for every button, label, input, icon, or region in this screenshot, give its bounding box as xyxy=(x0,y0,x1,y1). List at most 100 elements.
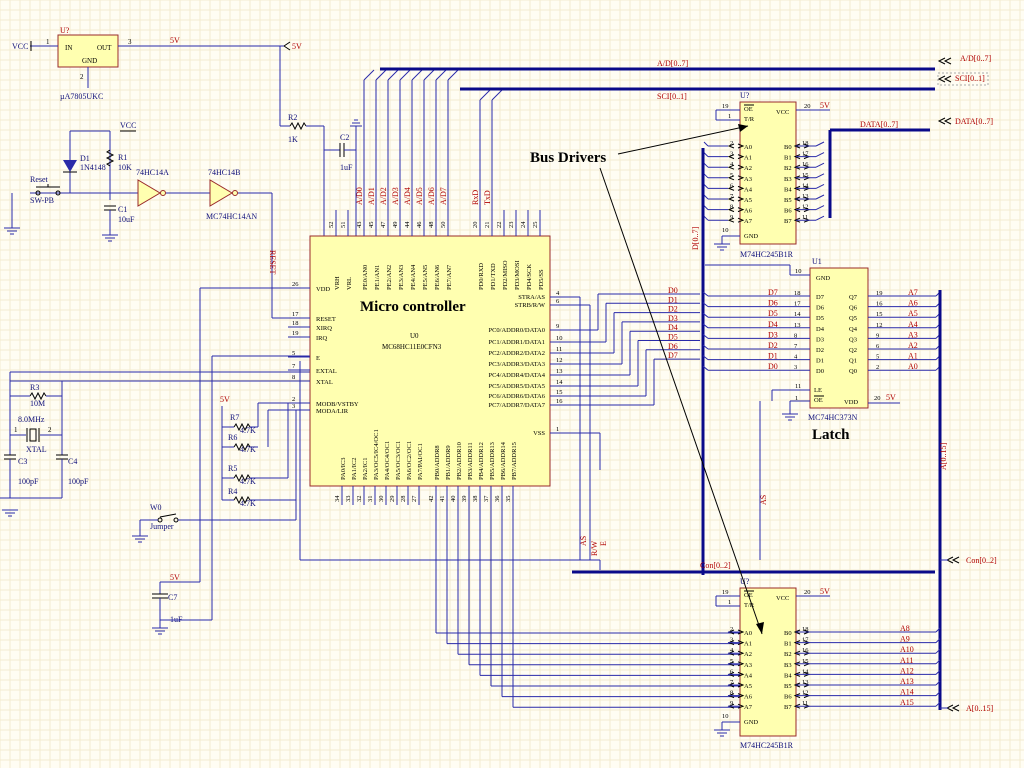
u1-d-pin: D7 xyxy=(816,294,825,301)
u3pins-a-num: 2 xyxy=(730,626,733,633)
mcu-pin-pa7-pai-oc1: PA7/PAI/OC1 xyxy=(417,443,424,480)
r4-value: 4.7K xyxy=(240,499,256,508)
u1-out-net: A1 xyxy=(908,352,918,361)
mcu-pin-num: 20 xyxy=(472,222,479,229)
u2pins-b-num: 11 xyxy=(802,214,808,221)
mcu-pin-pb0-addr8: PB0/ADDR8 xyxy=(434,445,441,480)
u1-q-pin: Q3 xyxy=(849,336,857,343)
u1-out-num: 6 xyxy=(876,343,880,350)
u3pins-b-num: 13 xyxy=(802,679,809,686)
mcu-pin-moda-lir: MODA/LIR xyxy=(316,408,349,415)
u3pins-out-net: A10 xyxy=(900,645,914,654)
u1-q-pin: Q5 xyxy=(849,315,857,322)
r5-value: 4.7K xyxy=(240,477,256,486)
u1-in-net: D2 xyxy=(768,341,778,350)
reset-net-label: RESET xyxy=(268,250,277,275)
mcu-pin-e: E xyxy=(316,355,320,362)
u3pins-a-num: 3 xyxy=(730,637,733,644)
u3pins-b-num: 14 xyxy=(802,668,809,675)
mcu-pin-num: 27 xyxy=(411,495,418,502)
mcu-pin-pd4-sck: PD4/SCK xyxy=(526,264,533,290)
u2pins-b-pin: B6 xyxy=(784,208,792,215)
reset-circuit: VCC D1 1N4148 R1 10K C1 10uF Reset SW-PB… xyxy=(4,121,310,319)
lower-buses: Con[0..2] Con[0..2] A[0..15] A[0..15] AS… xyxy=(299,290,997,713)
u1-out-net: A0 xyxy=(908,362,918,371)
u2pins-b-num: 17 xyxy=(802,151,809,158)
reg-part: µA7805UKC xyxy=(60,92,103,101)
mcu-pin-pa5-oc3-oc1: PA5/OC3/OC1 xyxy=(395,441,402,480)
r3-value: 10M xyxy=(30,399,45,408)
mcu-top-net: RxD xyxy=(471,190,480,205)
u2pins-b-pin: B2 xyxy=(784,165,792,172)
ad-bus-label: A/D[0..7] xyxy=(657,59,688,68)
u1-d-pin: D5 xyxy=(816,315,824,322)
crystal-circuit: R3 10M 8.0MHz XTAL 1 2 C3 C4 100pF 100pF xyxy=(0,371,310,517)
v5-label-c7: 5V xyxy=(170,573,180,582)
u1-pin20: 20 xyxy=(874,395,881,402)
u1-d-pin: D6 xyxy=(816,305,825,312)
data-bus-label: DATA[0..7] xyxy=(860,120,898,129)
r5-label: R5 xyxy=(228,464,237,473)
mcu-pin-pd0-rxd: PD0/RXD xyxy=(478,263,485,290)
c3-label: C3 xyxy=(18,457,27,466)
vss-net xyxy=(550,432,601,470)
mcu-pin-stra-as: STRA/AS xyxy=(518,294,545,301)
voltage-regulator: U? IN OUT GND µA7805UKC 1 3 2 VCC 5V 5V xyxy=(12,26,302,126)
u3pins-b-pin: B2 xyxy=(784,651,792,658)
mcu-pin-num: 50 xyxy=(440,222,447,229)
mcu-pin-pc6-addr6-data6: PC6/ADDR6/DATA6 xyxy=(488,393,545,400)
u3-part: M74HC245B1R xyxy=(740,741,794,750)
u2pins-b-pin: B3 xyxy=(784,176,792,183)
u2pins-b-num: 16 xyxy=(802,161,809,168)
u2pins-b-pin: B4 xyxy=(784,186,792,193)
r1-label: R1 xyxy=(118,153,127,162)
u2pins-b-pin: B1 xyxy=(784,155,792,162)
xtal-pin2: 2 xyxy=(48,426,52,434)
c4-value: 100pF xyxy=(68,477,89,486)
mcu-pin-num: 30 xyxy=(378,496,385,503)
u1-v5: 5V xyxy=(886,393,896,402)
u2-part: M74HC245B1R xyxy=(740,250,794,259)
vcc-label-2: VCC xyxy=(120,121,136,130)
u1-q-pin: Q1 xyxy=(849,358,857,365)
mcu-d-net: D6 xyxy=(668,342,678,351)
u1-q-pin: Q6 xyxy=(849,305,858,312)
mcu-pin-vss: VSS xyxy=(533,430,545,437)
u1-out-net: A7 xyxy=(908,288,918,297)
u2pins-a-pin: A0 xyxy=(744,144,752,151)
mcu-pin-num: 46 xyxy=(416,221,423,228)
d-bus-label: D[0..7] xyxy=(691,227,700,250)
mcu-pin-num: 8 xyxy=(292,374,295,381)
mcu-d-net: D4 xyxy=(668,323,678,332)
u1-d-pin: D4 xyxy=(816,326,825,333)
u3pins-out-net: A12 xyxy=(900,666,914,675)
mcu-pin-modb-vstby: MODB/VSTBY xyxy=(316,401,359,408)
u1-out-num: 16 xyxy=(876,301,883,308)
mcu-pin-num: 25 xyxy=(532,222,539,229)
u3pins-b-pin: B6 xyxy=(784,694,792,701)
u2pins-a-num: 4 xyxy=(730,161,734,168)
u2-ref: U? xyxy=(740,91,750,100)
e-net-label: E xyxy=(599,541,608,546)
mcu-pin-pa4-oc4-oc1: PA4/OC4/OC1 xyxy=(384,441,391,480)
reg-in-pin: IN xyxy=(65,44,72,52)
switch-value: SW-PB xyxy=(30,196,54,205)
u1-part: MC74HC373N xyxy=(808,413,858,422)
mcu-pin-num: 5 xyxy=(292,350,295,357)
c4-label: C4 xyxy=(68,457,77,466)
mcu-pin-vrl: VRL xyxy=(346,277,353,290)
c1-label: C1 xyxy=(118,205,127,214)
mcu-pin-pb3-addr11: PB3/ADDR11 xyxy=(467,442,474,480)
mcu-pin-num: 44 xyxy=(404,221,411,228)
u2pins-pin10: 10 xyxy=(722,227,729,234)
mcu-pin-num: 40 xyxy=(450,496,457,503)
v5-port-label: 5V xyxy=(292,42,302,51)
mcu-pin-pd3-mosi: PD3/MOSI xyxy=(514,260,521,290)
mcu-top-net: A/D1 xyxy=(367,187,376,205)
u1-out-net: A3 xyxy=(908,330,918,339)
mcu-pin-pc4-addr4-data4: PC4/ADDR4/DATA4 xyxy=(488,372,545,379)
u3pins-gnd-pin: GND xyxy=(744,719,758,726)
mcu-pin-pb5-addr13: PB5/ADDR13 xyxy=(489,442,496,480)
c1-value: 10uF xyxy=(118,215,135,224)
